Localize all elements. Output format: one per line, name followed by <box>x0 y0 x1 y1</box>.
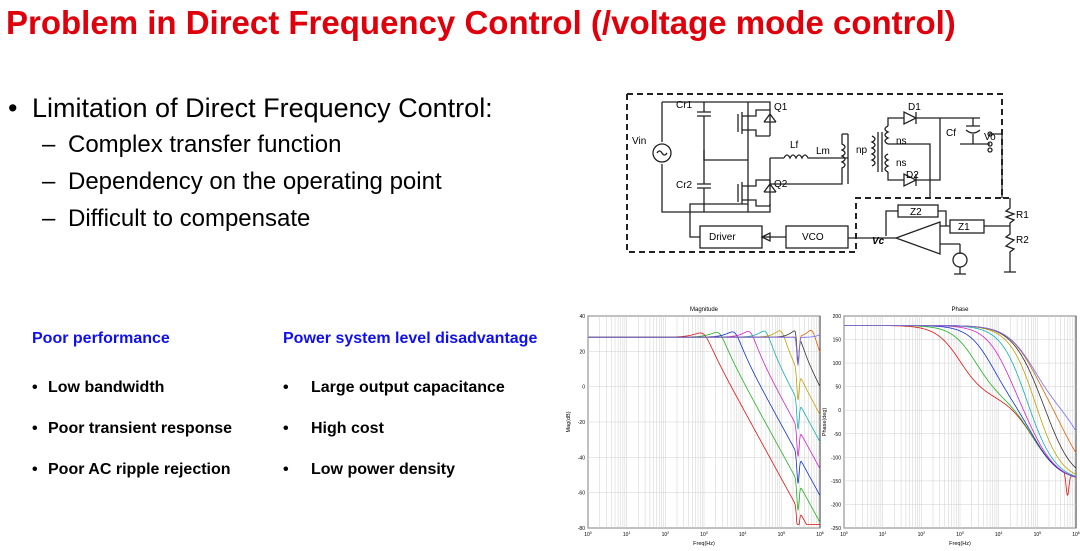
y-tick-label: 50 <box>835 385 841 391</box>
series-line <box>844 324 1077 432</box>
y-tick-label: -250 <box>831 526 841 532</box>
y-tick-label: 0 <box>582 385 585 391</box>
sub-bullet: –Difficult to compensate <box>42 205 311 232</box>
series-line <box>588 334 821 366</box>
grid-lines <box>587 315 820 529</box>
y-axis-label: Mag(dB) <box>566 411 572 432</box>
x-tick-label: 104 <box>995 531 1003 538</box>
x-tick-label: 105 <box>778 531 786 538</box>
sub-bullet: –Dependency on the operating point <box>42 168 442 195</box>
main-bullet: •Limitation of Direct Frequency Control: <box>8 93 493 123</box>
svg-text:Lf: Lf <box>790 140 799 151</box>
list-item: •Low bandwidth <box>32 379 165 396</box>
plot-title: Phase <box>951 307 969 313</box>
y-tick-label: -50 <box>834 432 841 438</box>
y-tick-label: 20 <box>579 349 585 355</box>
x-tick-label: 100 <box>584 531 592 538</box>
x-axis-label: Freq(Hz) <box>693 541 715 547</box>
system-disadvantage-heading: Power system level disadvantage <box>283 330 538 347</box>
svg-text:Vin: Vin <box>632 136 646 147</box>
svg-text:Lm: Lm <box>816 146 830 157</box>
series-lines <box>588 329 821 525</box>
series-lines <box>844 324 1077 496</box>
svg-text:Cf: Cf <box>946 128 956 139</box>
grid-lines <box>843 315 1076 529</box>
y-tick-label: 100 <box>833 361 842 367</box>
x-tick-label: 106 <box>1072 531 1080 538</box>
y-tick-label: 150 <box>833 338 842 344</box>
y-tick-label: -80 <box>578 526 585 532</box>
svg-text:np: np <box>856 145 868 156</box>
x-tick-label: 105 <box>1034 531 1042 538</box>
x-tick-label: 101 <box>879 531 887 538</box>
x-axis-label: Freq(Hz) <box>949 541 971 547</box>
svg-text:ns: ns <box>896 136 907 147</box>
svg-text:Vo: Vo <box>984 132 996 143</box>
svg-text:D2: D2 <box>906 170 919 181</box>
list-item: •Low power density <box>283 461 456 478</box>
svg-text:R1: R1 <box>1016 210 1029 221</box>
x-tick-label: 102 <box>662 531 670 538</box>
x-tick-label: 106 <box>816 531 824 538</box>
y-tick-label: -60 <box>578 491 585 497</box>
list-item: •High cost <box>283 420 384 437</box>
circuit-labels: Vin Cr1 Cr2 Q1 Q2 Lf Lm np ns ns D1 D2 C… <box>632 100 1029 247</box>
y-tick-label: 0 <box>838 408 841 414</box>
x-tick-label: 100 <box>840 531 848 538</box>
y-tick-label: -40 <box>578 455 585 461</box>
poor-performance-list: Poor performance •Low bandwidth •Poor tr… <box>32 330 232 502</box>
svg-text:D1: D1 <box>908 102 921 113</box>
poor-performance-heading: Poor performance <box>32 330 170 347</box>
x-tick-label: 103 <box>700 531 708 538</box>
svg-text:ns: ns <box>896 158 907 169</box>
list-item: •Large output capacitance <box>283 379 505 396</box>
x-tick-label: 102 <box>918 531 926 538</box>
svg-text:Driver: Driver <box>709 232 736 243</box>
svg-text:R2: R2 <box>1016 235 1029 246</box>
y-tick-label: 200 <box>833 314 842 320</box>
x-tick-label: 101 <box>623 531 631 538</box>
circuit-diagram: Vin Cr1 Cr2 Q1 Q2 Lf Lm np ns ns D1 D2 C… <box>626 93 1029 275</box>
svg-text:VCO: VCO <box>802 232 824 243</box>
vref-source-icon <box>952 252 968 268</box>
svg-text:Cr2: Cr2 <box>676 180 693 191</box>
list-item: •Poor transient response <box>32 420 233 437</box>
x-tick-label: 103 <box>956 531 964 538</box>
y-tick-label: -100 <box>831 455 841 461</box>
svg-text:Q1: Q1 <box>774 102 788 113</box>
y-tick-label: 40 <box>579 314 585 320</box>
svg-text:Q2: Q2 <box>774 179 788 190</box>
y-tick-label: -150 <box>831 479 841 485</box>
svg-text:Z1: Z1 <box>958 222 970 233</box>
x-tick-label: 104 <box>739 531 747 538</box>
y-axis-label: Phase(deg) <box>822 408 828 437</box>
list-item: •Poor AC ripple rejection <box>32 461 231 478</box>
y-tick-label: -200 <box>831 502 841 508</box>
svg-text:Z2: Z2 <box>910 207 922 218</box>
system-disadvantage-list: Power system level disadvantage •Large o… <box>283 330 537 502</box>
svg-text:Cr1: Cr1 <box>676 100 693 111</box>
y-tick-label: -20 <box>578 420 585 426</box>
sub-bullet: –Complex transfer function <box>42 131 342 158</box>
plot-title: Magnitude <box>690 307 719 313</box>
svg-text:Vc: Vc <box>872 236 885 247</box>
limitation-list: •Limitation of Direct Frequency Control:… <box>8 90 493 237</box>
page-title: Problem in Direct Frequency Control (/vo… <box>6 4 956 41</box>
vin-source-icon <box>652 143 672 163</box>
